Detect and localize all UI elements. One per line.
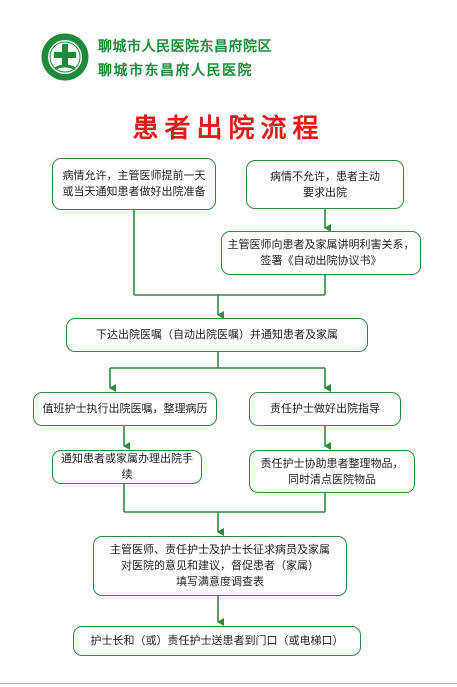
step-survey: 主管医师、责任护士及护士长征求病员及家属 对医院的意见和建议，督促患者（家属） … bbox=[93, 536, 347, 596]
step-issue-order-text: 下达出院医嘱（自动出院医嘱）并通知患者及家属 bbox=[96, 328, 338, 341]
hospital-name-secondary: 聊城市东昌府人民医院 bbox=[98, 63, 253, 79]
hospital-name-primary: 聊城市人民医院东昌府院区 bbox=[98, 39, 272, 55]
step-send-off-text: 护士长和（或）责任护士送患者到门口（或电梯口） bbox=[90, 634, 344, 647]
step-resp-nurse-guide-text: 责任护士做好出院指导 bbox=[270, 402, 380, 415]
step-duty-nurse-text: 值班护士执行出院医嘱，整理病历 bbox=[42, 402, 208, 415]
step-resp-nurse-help-text: 责任护士协助患者整理物品， 同时清点医院物品 bbox=[260, 456, 404, 486]
step-issue-order: 下达出院医嘱（自动出院医嘱）并通知患者及家属 bbox=[66, 318, 368, 352]
bottom-divider bbox=[0, 683, 457, 684]
step-send-off: 护士长和（或）责任护士送患者到门口（或电梯口） bbox=[73, 626, 361, 656]
step-sign-agreement-text: 主管医师向患者及家属讲明利害关系， 签署《自动出院协议书》 bbox=[227, 238, 415, 267]
step-resp-nurse-guide: 责任护士做好出院指导 bbox=[249, 392, 401, 426]
hospital-logo-icon bbox=[41, 33, 89, 81]
step-left-start-text: 病情允许，主管医师提前一天 或当天通知患者做好出院准备 bbox=[62, 169, 206, 198]
step-duty-nurse: 值班护士执行出院医嘱，整理病历 bbox=[33, 392, 217, 426]
step-survey-text: 主管医师、责任护士及护士长征求病员及家属 对医院的意见和建议，督促患者（家属） … bbox=[110, 543, 330, 588]
step-notify-family-text: 通知患者或家属办理出院手续 bbox=[61, 452, 193, 481]
step-left-start: 病情允许，主管医师提前一天 或当天通知患者做好出院准备 bbox=[52, 158, 216, 210]
hospital-header: 聊城市人民医院东昌府院区 聊城市东昌府人民医院 bbox=[40, 30, 420, 88]
step-right-start: 病情不允许，患者主动 要求出院 bbox=[246, 160, 404, 209]
page-title: 患者出院流程 bbox=[132, 114, 325, 144]
step-notify-family: 通知患者或家属办理出院手续 bbox=[52, 450, 202, 484]
step-right-start-text: 病情不允许，患者主动 要求出院 bbox=[270, 169, 380, 199]
step-sign-agreement: 主管医师向患者及家属讲明利害关系， 签署《自动出院协议书》 bbox=[221, 231, 421, 275]
step-resp-nurse-help: 责任护士协助患者整理物品， 同时清点医院物品 bbox=[249, 450, 415, 493]
